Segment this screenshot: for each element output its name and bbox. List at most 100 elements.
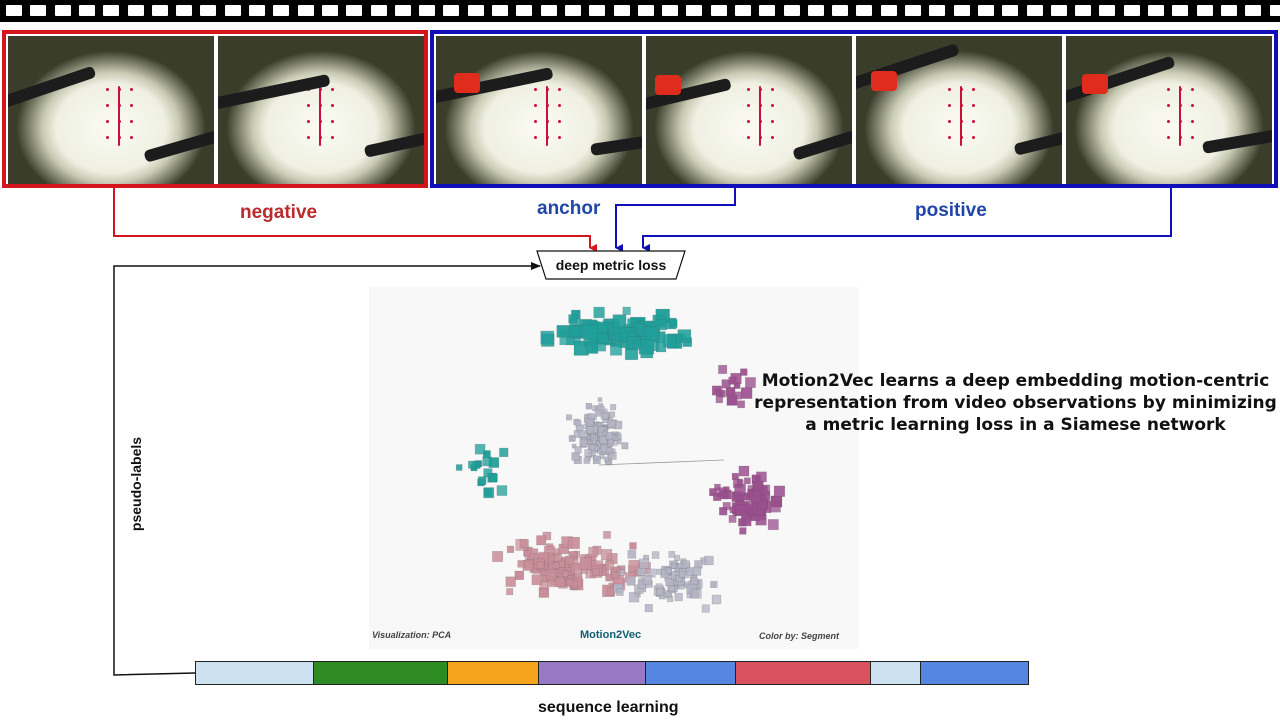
embedding-point [571, 443, 577, 449]
sprocket-hole [614, 5, 630, 16]
embedding-point [668, 319, 678, 328]
embedding-point [477, 476, 487, 485]
embedding-point [586, 342, 599, 354]
suture-mark [1167, 120, 1171, 123]
incision-line [318, 86, 321, 146]
segment-sequence-bar [195, 661, 1029, 685]
sprocket-hole [468, 5, 484, 16]
sprocket-hole [1099, 5, 1115, 16]
suture-mark [770, 136, 774, 139]
sprocket-hole [1172, 5, 1188, 16]
embedding-point [492, 550, 504, 562]
embedding-point [619, 569, 626, 576]
embedding-point [584, 449, 593, 457]
embedding-point [505, 576, 516, 587]
sprocket-hole [929, 5, 945, 16]
embedding-point [555, 576, 566, 587]
embedding-point [545, 568, 557, 581]
embedding-point [571, 452, 580, 461]
embedding-point [622, 306, 631, 315]
suture-mark [972, 120, 976, 123]
embedding-point [611, 571, 619, 579]
incision-line [546, 86, 549, 146]
video-frame-positive-3 [1066, 36, 1272, 184]
embedding-point [506, 545, 515, 553]
sprocket-hole [1051, 5, 1067, 16]
embedding-point [616, 439, 622, 445]
sprocket-hole [395, 5, 411, 16]
sprocket-hole [1245, 5, 1261, 16]
embedding-point [536, 535, 547, 546]
video-frame-negative-1 [8, 36, 214, 184]
incision-line [1179, 86, 1182, 146]
video-frame-positive-1 [646, 36, 852, 184]
embedding-point [570, 435, 576, 441]
visualization-label: Visualization: PCA [372, 630, 452, 640]
embedding-point [597, 397, 603, 402]
embedding-point [612, 314, 627, 329]
suture-mark [129, 88, 133, 91]
sprocket-hole [905, 5, 921, 16]
embedding-point [519, 539, 529, 549]
embedding-point [740, 368, 748, 376]
embedding-point [600, 548, 613, 561]
suture-mark [534, 104, 538, 107]
embedding-point [655, 568, 662, 575]
embedding-point [666, 595, 674, 603]
embedding-point [668, 585, 675, 592]
embedding-point [728, 376, 737, 385]
embedding-point [553, 553, 562, 562]
description-text: Motion2Vec learns a deep embedding motio… [754, 371, 1277, 435]
sprocket-hole [225, 5, 241, 16]
suture-mark [1167, 104, 1171, 107]
sprocket-hole [856, 5, 872, 16]
embedding-point [710, 580, 718, 589]
incision-line [960, 86, 963, 146]
sprocket-hole [638, 5, 654, 16]
sprocket-hole [881, 5, 897, 16]
suture-mark [948, 136, 952, 139]
sprocket-hole [1148, 5, 1164, 16]
embedding-scatter-plot [369, 287, 859, 649]
embedding-point [729, 506, 737, 514]
embedding-point [602, 430, 608, 436]
suture-mark [770, 104, 774, 107]
embedding-point [665, 567, 672, 574]
sprocket-hole [371, 5, 387, 16]
sprocket-hole [1221, 5, 1237, 16]
embedding-point [677, 562, 684, 569]
embedding-point [588, 546, 599, 557]
embedding-point [610, 404, 617, 411]
sprocket-hole [589, 5, 605, 16]
embedding-point [644, 603, 653, 613]
sprocket-hole [541, 5, 557, 16]
suture-mark [972, 104, 976, 107]
suture-mark [558, 120, 562, 123]
suture-mark [330, 88, 334, 91]
embedding-point [483, 468, 493, 478]
embedding-point [536, 561, 545, 570]
embedding-point [663, 334, 677, 348]
color-by-label: Color by: Segment [759, 631, 840, 641]
embedding-point [711, 594, 722, 605]
embedding-point [579, 557, 592, 570]
sprocket-hole [55, 5, 71, 16]
suture-mark [948, 120, 952, 123]
embedding-point [553, 548, 561, 556]
sprocket-hole [152, 5, 168, 16]
embedding-point [482, 456, 492, 467]
suture-mark [105, 136, 109, 139]
embedding-point [704, 555, 714, 566]
embedding-point [773, 485, 786, 497]
embedding-point [674, 592, 683, 602]
embedding-point [638, 338, 655, 355]
embedding-point [651, 551, 660, 559]
embedding-point [489, 473, 498, 483]
sprocket-hole [735, 5, 751, 16]
incision-line [117, 86, 120, 146]
suture-mark [105, 120, 109, 123]
suture-mark [330, 136, 334, 139]
embedding-title: Motion2Vec [580, 629, 642, 641]
embedding-point [598, 426, 605, 433]
embedding-point [755, 471, 767, 483]
